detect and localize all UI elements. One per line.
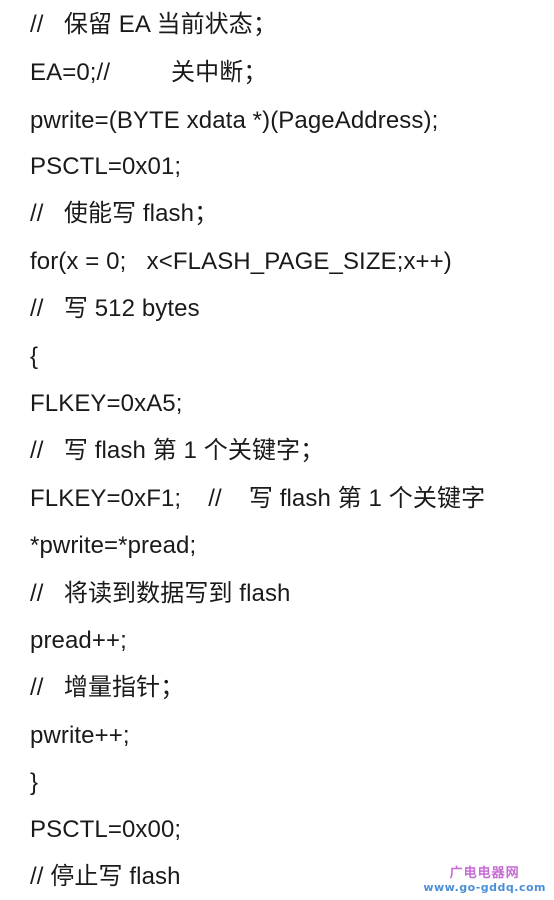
code-line-3: pwrite=(BYTE xdata *)(PageAddress); <box>30 107 439 134</box>
watermark-url: www.go-gddq.com <box>423 881 546 894</box>
code-line-8: { <box>30 343 39 370</box>
code-line-12: *pwrite=*pread; <box>30 532 197 559</box>
code-line-6: for(x = 0; x<FLASH_PAGE_SIZE;x++) <box>30 248 452 275</box>
code-line-7: // 写 512 bytes <box>30 295 200 322</box>
code-line-13: // 将读到数据写到 flash <box>30 580 291 607</box>
code-line-9: FLKEY=0xA5; <box>30 390 183 417</box>
code-line-19: // 停止写 flash <box>30 863 181 890</box>
site-watermark: 广电电器网 www.go-gddq.com <box>423 866 546 895</box>
code-line-16: pwrite++; <box>30 722 130 749</box>
code-line-17: } <box>30 769 39 796</box>
code-line-11: FLKEY=0xF1; // 写 flash 第 1 个关键字 <box>30 485 486 512</box>
code-line-14: pread++; <box>30 627 127 654</box>
watermark-site-name: 广电电器网 <box>449 866 520 881</box>
code-line-5: // 使能写 flash； <box>30 200 219 227</box>
code-line-4: PSCTL=0x01; <box>30 153 182 180</box>
code-line-18: PSCTL=0x00; <box>30 816 182 843</box>
code-line-1: // 保留 EA 当前状态； <box>30 11 277 38</box>
code-line-10: // 写 flash 第 1 个关键字； <box>30 437 325 464</box>
code-line-2: EA=0;// 关中断； <box>30 59 268 86</box>
code-line-15: // 增量指针； <box>30 674 185 701</box>
